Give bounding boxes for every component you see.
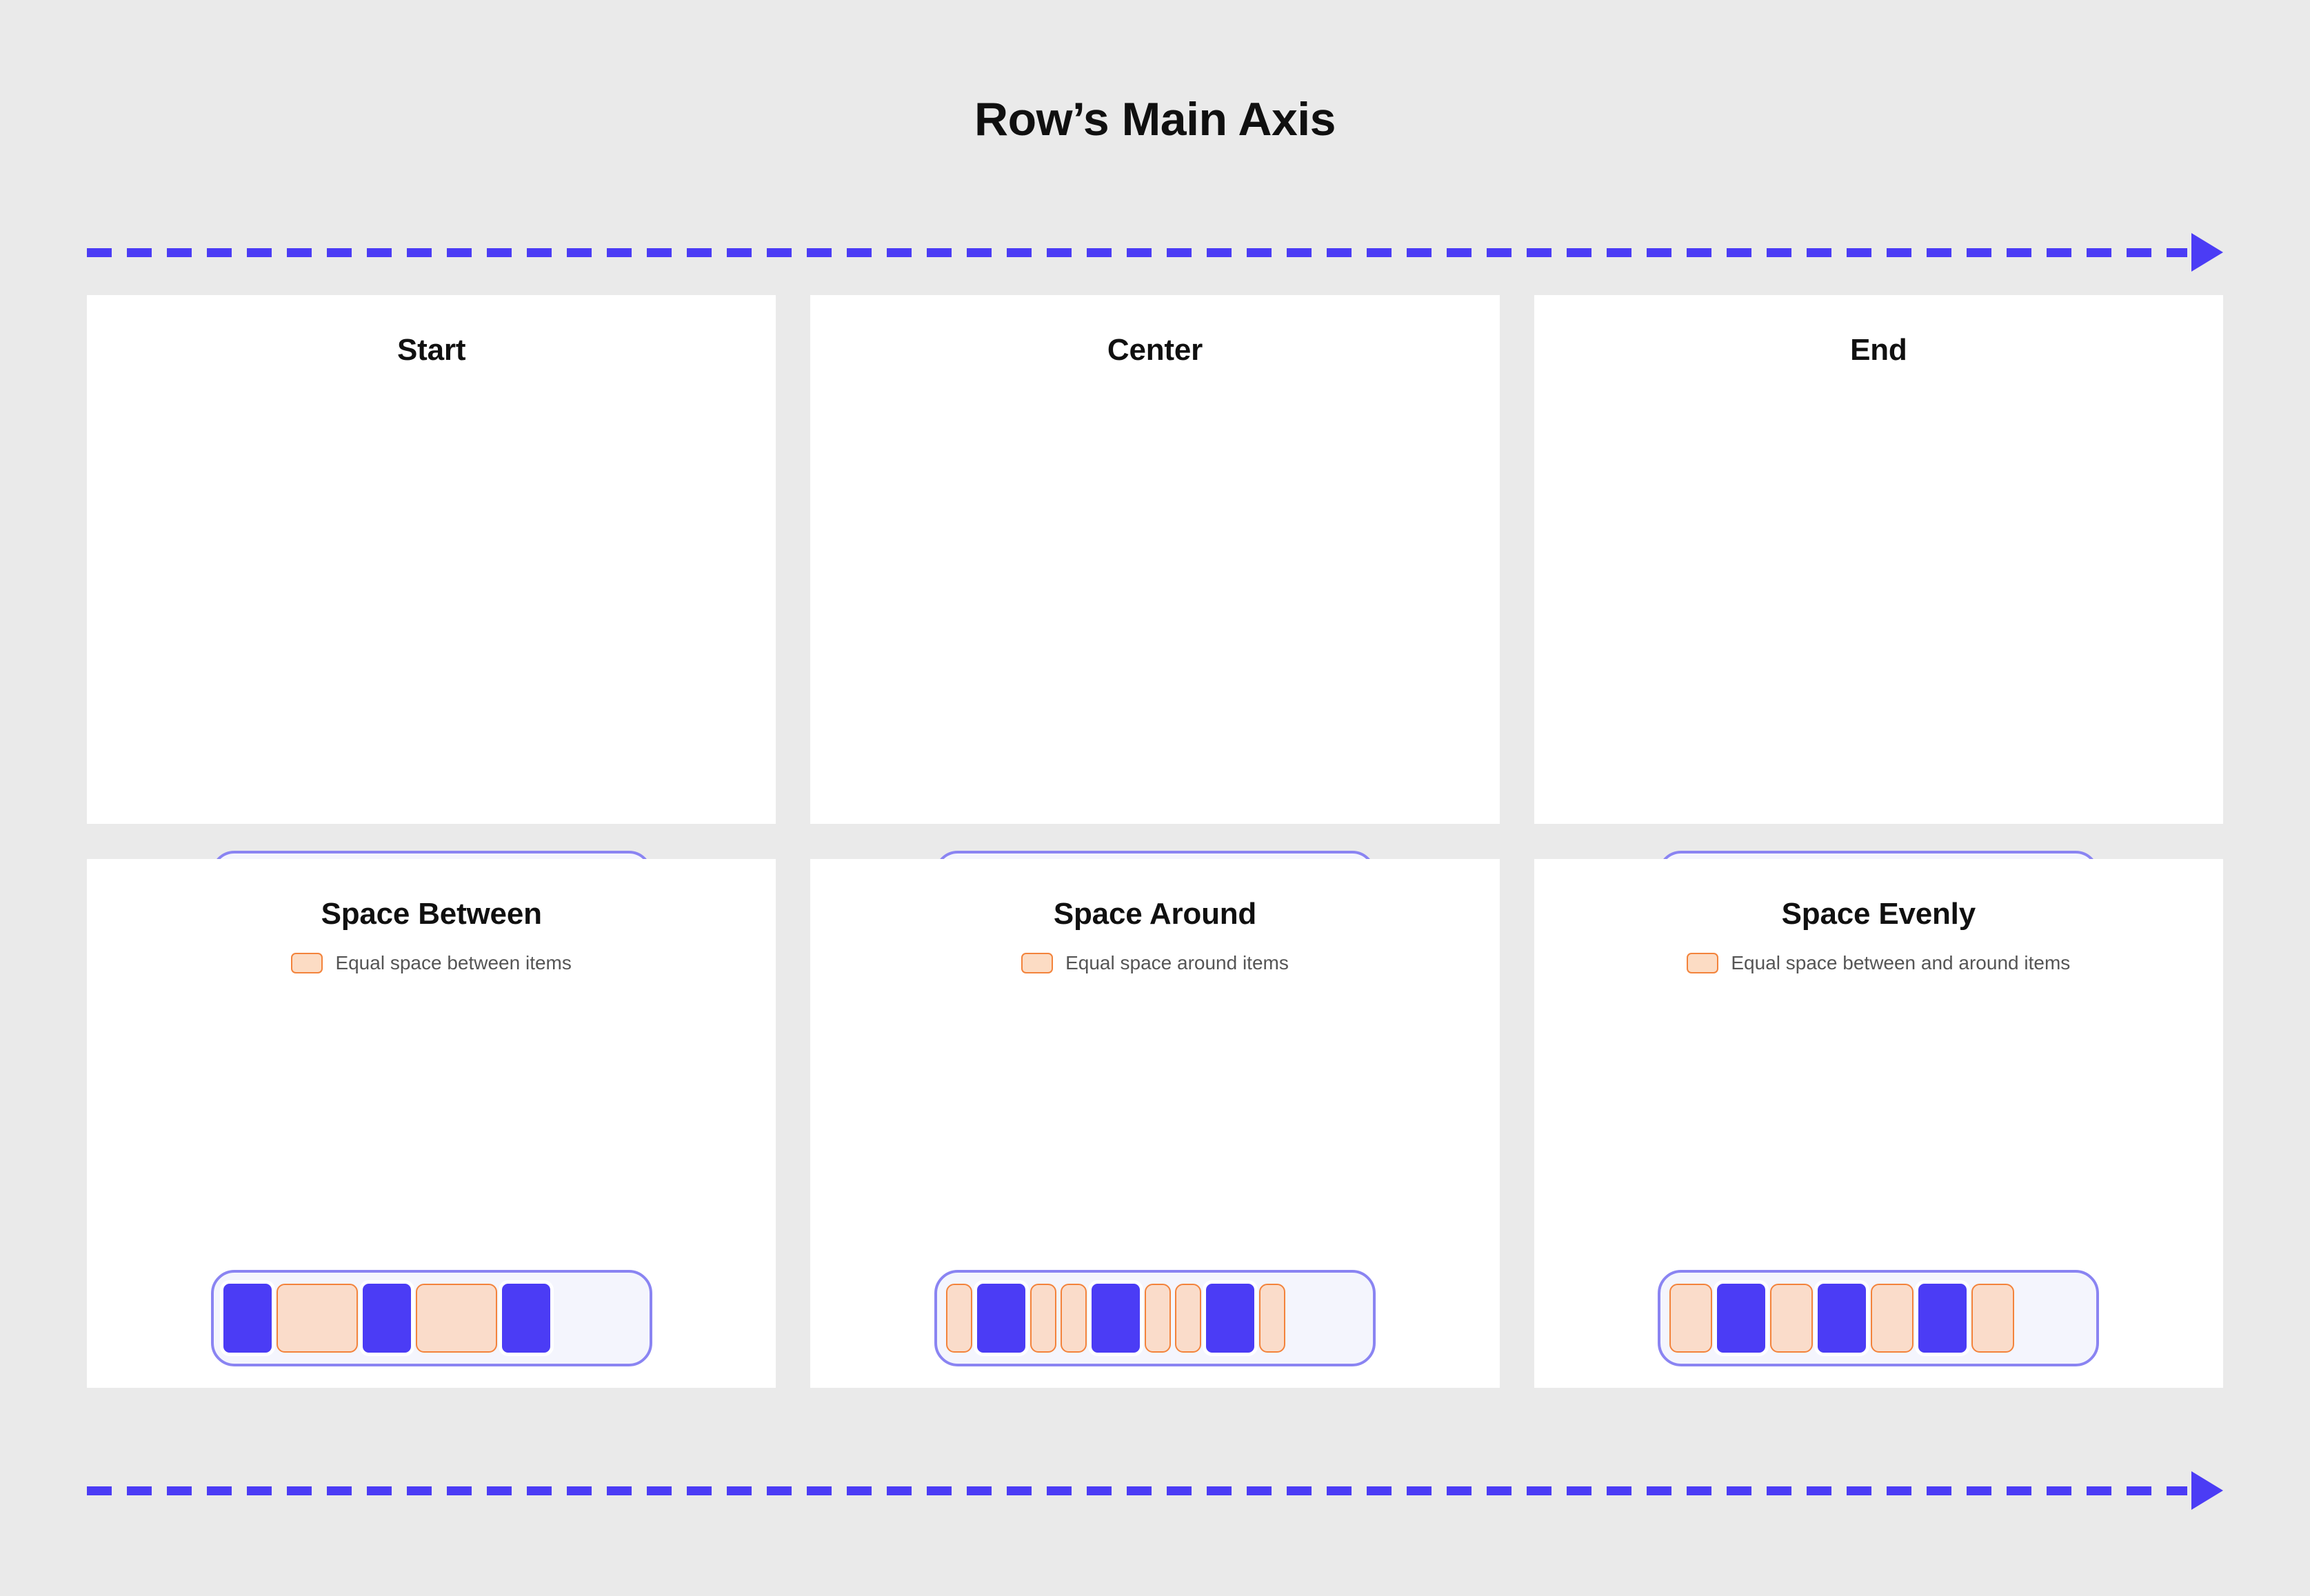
flex-item xyxy=(1202,1280,1258,1356)
card-title-start: Start xyxy=(397,333,466,367)
gap-spacer xyxy=(1258,1284,1285,1353)
gap-spacer xyxy=(1144,1284,1171,1353)
card-center[interactable]: Center xyxy=(810,295,1500,947)
flex-container-space-around xyxy=(934,1270,1376,1366)
legend-label: Equal space around items xyxy=(1065,952,1289,973)
card-end[interactable]: End xyxy=(1534,295,2223,947)
card-title-end: End xyxy=(1850,333,1907,367)
demo-wrap-space-between xyxy=(87,1270,776,1366)
gap-spacer xyxy=(1971,1284,2015,1353)
card-space-around[interactable]: Space Around Equal space around items xyxy=(810,859,1500,1388)
flex-item xyxy=(1814,1280,1870,1356)
flex-item xyxy=(359,1280,414,1356)
flex-container-space-evenly xyxy=(1658,1270,2100,1366)
spacer-swatch-icon xyxy=(291,953,323,973)
gap-spacer xyxy=(1174,1284,1201,1353)
flex-item xyxy=(498,1280,554,1356)
demo-wrap-space-around xyxy=(810,1270,1499,1366)
gap-spacer xyxy=(415,1284,497,1353)
flex-container-space-between xyxy=(210,1270,652,1366)
arrowhead-right-icon xyxy=(2191,1471,2223,1510)
gap-spacer xyxy=(945,1284,972,1353)
card-title-space-between: Space Between xyxy=(321,897,542,931)
card-grid: Start Center End xyxy=(87,295,2223,1388)
dashed-line-icon xyxy=(87,248,2187,257)
flex-item xyxy=(973,1280,1029,1356)
flex-item xyxy=(1714,1280,1769,1356)
card-title-space-evenly: Space Evenly xyxy=(1781,897,1976,931)
dashed-line-icon xyxy=(87,1486,2187,1495)
card-title-space-around: Space Around xyxy=(1053,897,1257,931)
spacer-swatch-icon xyxy=(1021,953,1054,973)
legend-space-around: Equal space around items xyxy=(1021,952,1289,974)
spacer-swatch-icon xyxy=(1687,953,1719,973)
legend-label: Equal space between items xyxy=(335,952,572,973)
card-start[interactable]: Start xyxy=(87,295,776,947)
card-space-between[interactable]: Space Between Equal space between items xyxy=(87,859,776,1388)
legend-label: Equal space between and around items xyxy=(1731,952,2071,973)
gap-spacer xyxy=(1030,1284,1056,1353)
main-axis-arrow-bottom xyxy=(87,1471,2223,1510)
gap-spacer xyxy=(1669,1284,1713,1353)
legend-space-between: Equal space between items xyxy=(291,952,572,974)
gap-spacer xyxy=(276,1284,358,1353)
demo-wrap-space-evenly xyxy=(1534,1270,2223,1366)
flex-item xyxy=(219,1280,275,1356)
flex-item xyxy=(1915,1280,1971,1356)
card-space-evenly[interactable]: Space Evenly Equal space between and aro… xyxy=(1534,859,2223,1388)
gap-spacer xyxy=(1770,1284,1814,1353)
gap-spacer xyxy=(1871,1284,1914,1353)
card-title-center: Center xyxy=(1107,333,1203,367)
gap-spacer xyxy=(1060,1284,1087,1353)
page-title: Row’s Main Axis xyxy=(974,93,1336,145)
arrowhead-right-icon xyxy=(2191,233,2223,272)
main-axis-arrow-top xyxy=(87,233,2223,272)
flex-item xyxy=(1087,1280,1143,1356)
legend-space-evenly: Equal space between and around items xyxy=(1687,952,2070,974)
